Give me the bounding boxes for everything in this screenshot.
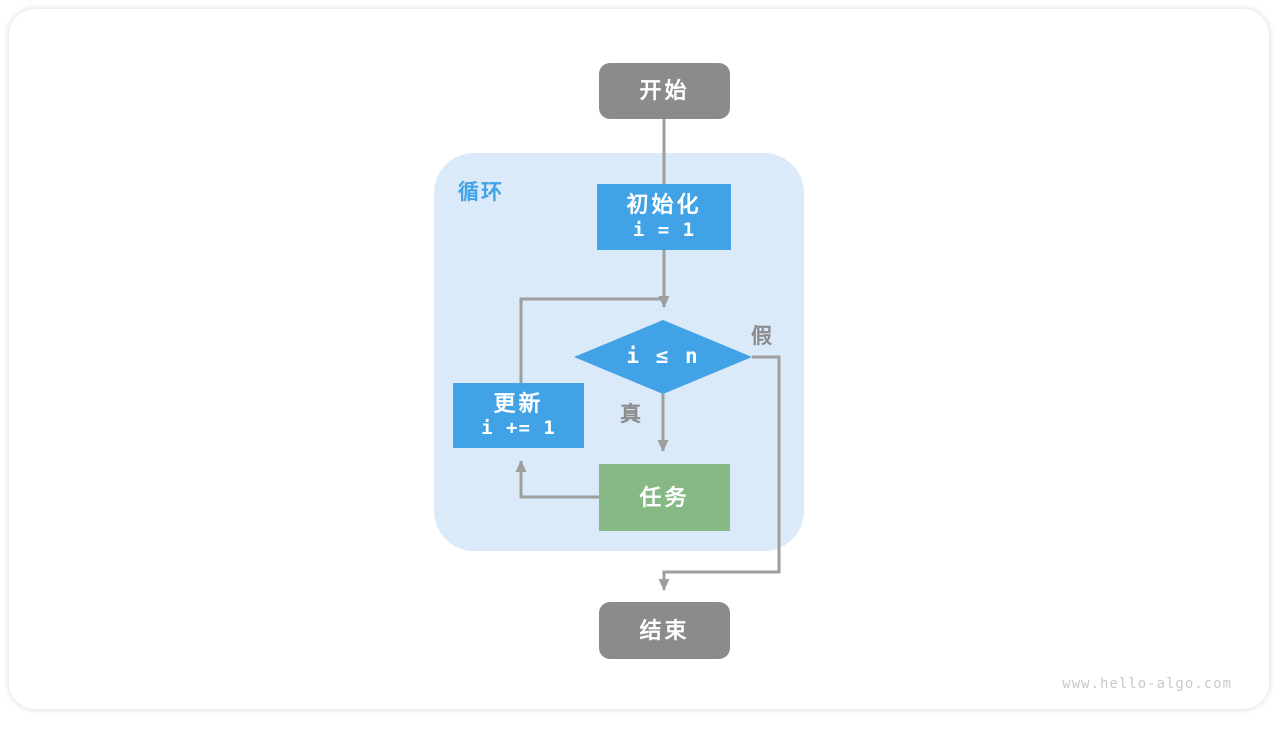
start-node-label: 开始: [639, 78, 690, 104]
update-node-label: 更新: [493, 390, 544, 416]
init-node-label: 初始化: [626, 192, 702, 218]
figure-card: 开始 循环 初始化 i = 1 i ≤ n 假 真 更新 i += 1 任务 结…: [9, 9, 1269, 709]
watermark-text: www.hello-algo.com: [1062, 676, 1232, 692]
edge-update-to-condition: [519, 297, 662, 385]
false-branch-label: 假: [751, 325, 772, 348]
condition-label: i ≤ n: [626, 344, 700, 368]
start-node: 开始: [599, 63, 730, 119]
flowchart-stage: 开始 循环 初始化 i = 1 i ≤ n 假 真 更新 i += 1 任务 结…: [9, 9, 1269, 709]
init-node: 初始化 i = 1: [597, 184, 731, 250]
end-node-label: 结束: [639, 617, 690, 643]
end-node: 结束: [599, 602, 730, 659]
condition-diamond: [574, 320, 752, 394]
loop-group-label: 循环: [458, 181, 504, 204]
update-node-code: i += 1: [481, 417, 556, 440]
edge-task-to-update: [515, 460, 601, 499]
task-node: 任务: [599, 464, 730, 531]
task-node-label: 任务: [639, 484, 690, 510]
update-node: 更新 i += 1: [453, 383, 584, 448]
connector-layer: [515, 119, 781, 591]
init-node-code: i = 1: [632, 218, 696, 241]
edge-condition-false-to-end: [658, 355, 781, 591]
true-branch-label: 真: [620, 403, 641, 426]
